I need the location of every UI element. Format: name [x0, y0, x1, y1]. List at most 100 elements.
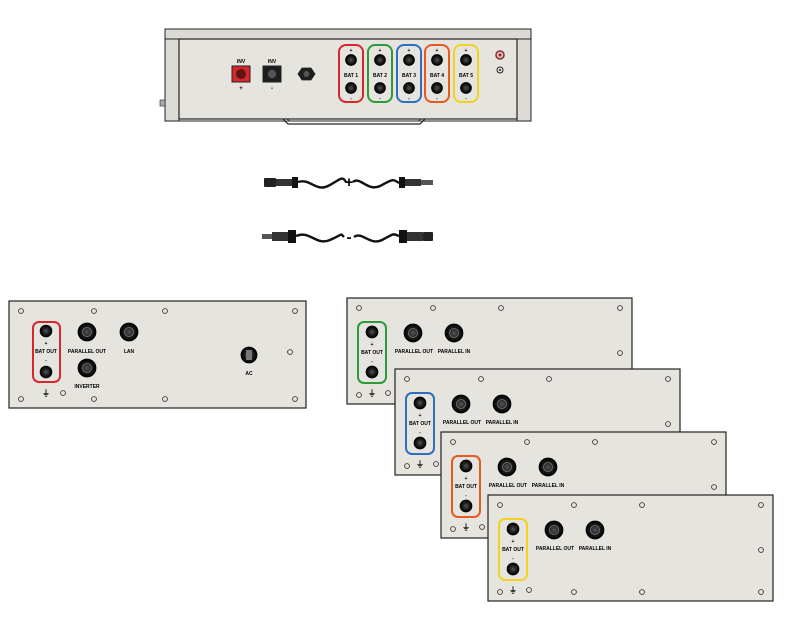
slave-3-parallel-in-label: PARALLEL IN [532, 483, 565, 489]
screw [356, 305, 362, 311]
slave-1-bat-out-minus-socket [365, 365, 379, 379]
bat-port-3-plus-socket [403, 54, 415, 66]
slave-1-parallel-out-label: PARALLEL OUT [395, 349, 433, 355]
screw [497, 589, 503, 595]
screw [524, 439, 530, 445]
combiner-box: INV + INV - + BAT 1 - + BAT 2 - + BAT 3 - + BAT 4 -… [159, 28, 532, 125]
bat-port-3-label: BAT 3 [402, 73, 416, 79]
slave-4-parallel-out-port [544, 520, 564, 540]
bat-port-2-plus-sign: + [379, 48, 382, 54]
screw [356, 392, 362, 398]
bat-port-4-plus-sign: + [436, 48, 439, 54]
master-parallel-out-label: PARALLEL OUT [68, 349, 106, 355]
bat-port-5-plus-sign: + [465, 48, 468, 54]
screw [450, 439, 456, 445]
bat-port-3-highlight [396, 44, 422, 103]
bat-port-4-label: BAT 4 [430, 73, 444, 79]
ground-screw [496, 66, 504, 74]
screw [478, 376, 484, 382]
master-parallel-out-port [77, 322, 97, 342]
slave-2-bat-out-plus: + [419, 413, 422, 419]
inv-plus-label: INV [237, 59, 246, 65]
slave-2-parallel-in-port [492, 394, 512, 414]
slave-1-bat-out-label: BAT OUT [361, 350, 383, 356]
inv-plus-connector: INV + [231, 59, 251, 92]
bat-port-2-minus-sign: - [379, 96, 381, 102]
screw [665, 376, 671, 382]
screw [639, 502, 645, 508]
screw [617, 350, 623, 356]
bat-port-4-plus-socket [431, 54, 443, 66]
slave-4-bat-out-highlight [498, 518, 528, 581]
master-ac-label: AC [245, 371, 253, 377]
screw [571, 589, 577, 595]
screw [498, 305, 504, 311]
bat-port-4-minus-sign: - [436, 96, 438, 102]
slave-3-ground-icon: ⏚ [462, 523, 470, 532]
bat-port-5: +BAT 5- [453, 44, 479, 103]
master-inverter-label: INVERTER [74, 384, 100, 390]
slave-2-ground-icon: ⏚ [416, 460, 424, 469]
bat-port-5-label: BAT 5 [459, 73, 473, 79]
slave-3-bat-out-highlight [451, 455, 481, 518]
slave-4-bat-out-minus: - [512, 556, 514, 562]
screw [404, 463, 410, 469]
positive-cable: + [264, 174, 433, 191]
bat-port-1-plus-socket [345, 54, 357, 66]
inv-minus-sign: - [271, 86, 273, 92]
bat-port-5-plus-socket [460, 54, 472, 66]
bat-port-2-minus-socket [374, 82, 386, 94]
slave-3-parallel-in-port [538, 457, 558, 477]
master-battery-panel: + BAT OUT - ⏚ PARALLEL OUT LAN INVERTER … [8, 300, 307, 409]
screw [711, 439, 717, 445]
screw [639, 589, 645, 595]
slave-2-bat-out-label: BAT OUT [409, 421, 431, 427]
negative-cable: - [262, 229, 433, 246]
inv-minus-connector: INV - [262, 59, 282, 92]
slave-4-bat-out-minus-socket [506, 562, 520, 576]
slave-battery-stack: + BAT OUT - ⏚ PARALLEL OUT PARALLEL IN + BAT OU… [346, 297, 774, 602]
bat-port-2: + BAT 2 - [367, 44, 393, 103]
screw [430, 305, 436, 311]
slave-1-bat-out-plus: + [371, 342, 374, 348]
slave-1-bat-out-plus-socket [365, 325, 379, 339]
master-bat-out-plus-socket [39, 324, 53, 338]
master-bat-out-label: BAT OUT [35, 349, 57, 355]
screw [404, 376, 410, 382]
slave-3-bat-out-minus: - [465, 493, 467, 499]
slave-2-parallel-in-label: PARALLEL IN [486, 420, 519, 426]
bat-port-1-plus-sign: + [350, 48, 353, 54]
bat-port-3: + BAT 3 - [396, 44, 422, 103]
screw [758, 502, 764, 508]
slave-3-bat-out-label: BAT OUT [455, 484, 477, 490]
bat-port-1-label: BAT 1 [344, 73, 358, 79]
screw [665, 421, 671, 427]
slave-2-bat-out-minus-socket [413, 436, 427, 450]
slave-3-parallel-out-port [497, 457, 517, 477]
bat-port-4-highlight [424, 44, 450, 103]
screw [450, 526, 456, 532]
master-inverter-port [77, 358, 97, 378]
master-bat-out-minus: - [45, 358, 47, 364]
slave-4-bat-out-label: BAT OUT [502, 547, 524, 553]
bat-port-3-plus-sign: + [408, 48, 411, 54]
slave-1-bat-out-highlight [357, 321, 387, 384]
bat-port-2-label: BAT 2 [373, 73, 387, 79]
bat-port-5-minus-socket [460, 82, 472, 94]
inv-plus-sign: + [239, 86, 243, 92]
slave-1-parallel-in-label: PARALLEL IN [438, 349, 471, 355]
bat-port-1-minus-sign: - [350, 96, 352, 102]
master-bat-out-highlight [32, 321, 61, 383]
slave-1-parallel-out-port [403, 323, 423, 343]
screw [546, 376, 552, 382]
screw [758, 547, 764, 553]
slave-3-bat-out-minus-socket [459, 499, 473, 513]
bat-port-1-minus-socket [345, 82, 357, 94]
bat-port-3-minus-sign: - [408, 96, 410, 102]
combiner-box-lid [164, 28, 532, 40]
master-ground-icon: ⏚ [42, 389, 50, 398]
bat-port-2-highlight [367, 44, 393, 103]
slave-1-bat-out-minus: - [371, 359, 373, 365]
